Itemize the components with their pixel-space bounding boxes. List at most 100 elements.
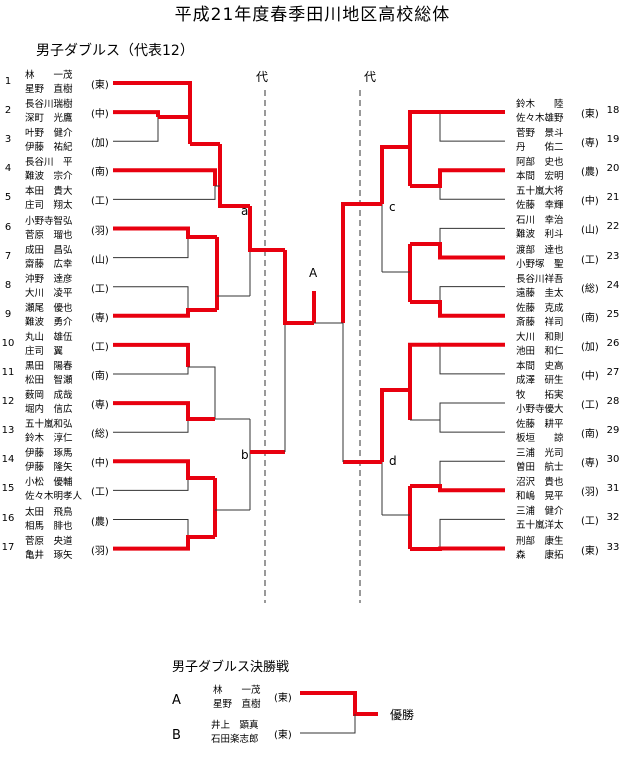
winner-path — [410, 484, 505, 493]
player-name: 三浦 光司 — [516, 448, 564, 460]
player-pair: 大川 和則 池田 和仁 — [516, 331, 564, 359]
player-pair: 佐藤 克成 斎藤 祥司 — [516, 302, 564, 330]
bracket-line — [410, 402, 505, 421]
player-name: 五十嵐洋太 — [516, 520, 564, 532]
bracket-line — [188, 366, 216, 419]
seed-number: 24 — [606, 279, 620, 291]
seed-number: 11 — [1, 367, 15, 378]
seed-number: 28 — [606, 396, 620, 407]
school-abbrev: (山) — [581, 225, 599, 237]
player-name: 深町 光鷹 — [25, 113, 73, 125]
player-pair: 石川 幸治 難波 利斗 — [516, 214, 564, 242]
representative-label-left: 代 — [256, 70, 269, 84]
school-abbrev: (東) — [581, 545, 599, 557]
player-name: 牧 拓実 — [516, 390, 564, 401]
player-name: 伊藤 祐紀 — [25, 142, 73, 154]
winner-path — [113, 110, 160, 117]
player-pair: 小野寺智弘 菅原 瑠也 — [25, 215, 73, 243]
bracket-line — [439, 169, 505, 200]
school-abbrev: (羽) — [91, 545, 109, 557]
school-abbrev: (羽) — [581, 487, 599, 499]
seed-number: 15 — [1, 483, 15, 495]
player-name: 成澤 研生 — [516, 374, 564, 386]
bracket-line — [439, 344, 505, 375]
winner-path — [410, 242, 505, 260]
seed-number: 32 — [606, 512, 620, 524]
bracket-line — [439, 518, 505, 549]
seed-number: 6 — [4, 221, 12, 233]
player-name: 菅原 瑠也 — [25, 229, 73, 241]
bracket-line — [113, 460, 189, 491]
winner-path — [248, 206, 285, 252]
school-abbrev: (専) — [581, 138, 599, 150]
player-pair: 菅野 景斗 丹 佑二 — [516, 127, 564, 155]
final-a-pair: 林 一茂 星野 直樹 — [213, 684, 261, 712]
bracket-line — [113, 286, 189, 317]
final-label-a: A — [172, 693, 181, 708]
seed-number: 27 — [606, 366, 620, 378]
player-pair: 林 一茂 星野 直樹 — [25, 69, 73, 97]
school-abbrev: (南) — [91, 371, 109, 382]
player-name: 難波 利斗 — [516, 229, 564, 241]
player-name: 小野寺優大 — [516, 404, 564, 415]
player-pair: 鈴木 陸 佐々木雄野 — [516, 98, 564, 126]
player-pair: 長谷川瑞樹 深町 光鷹 — [25, 98, 73, 126]
player-name: 長谷川 平 — [25, 157, 73, 169]
player-name: 相馬 腓也 — [25, 520, 73, 532]
winner-path — [113, 81, 192, 117]
winner-path — [410, 546, 505, 551]
player-pair: 長谷川 平 難波 宗介 — [25, 156, 73, 184]
school-abbrev: (山) — [91, 254, 109, 266]
bracket-line — [113, 117, 159, 142]
player-name: 黒田 陽春 — [25, 361, 73, 372]
player-name: 刑部 康生 — [516, 535, 564, 547]
seed-number: 5 — [4, 192, 12, 204]
winner-path — [380, 145, 410, 204]
player-pair: 叶野 健介 伊藤 祐紀 — [25, 127, 73, 155]
school-abbrev: (工) — [581, 400, 599, 411]
seed-number: 12 — [1, 396, 15, 408]
player-pair: 渡部 達也 小野塚 聖 — [516, 244, 564, 272]
player-pair: 菅原 央道 亀井 琢矢 — [25, 535, 73, 563]
final-b-player1: 井上 顕真 — [211, 720, 259, 731]
seed-number: 8 — [4, 279, 12, 291]
player-name: 遠藤 圭太 — [516, 287, 564, 299]
school-abbrev: (羽) — [91, 225, 109, 237]
player-pair: 沖野 達彦 大川 凌平 — [25, 273, 73, 301]
player-name: 五十嵐和弘 — [25, 419, 73, 431]
player-name: 堀内 信広 — [25, 404, 73, 416]
bracket-line — [113, 344, 189, 375]
bracket-line — [439, 402, 505, 433]
player-pair: 本間 史高 成澤 研生 — [516, 360, 564, 388]
player-name: 小野寺智弘 — [25, 215, 73, 227]
player-name: 伊藤 琢馬 — [25, 448, 73, 460]
player-name: 亀井 琢矢 — [25, 549, 73, 561]
player-name: 本間 宏明 — [516, 171, 564, 183]
school-abbrev: (工) — [91, 283, 109, 295]
player-pair: 小松 優輔 佐々木明孝人 — [25, 476, 82, 504]
player-name: 佐藤 幸輝 — [516, 200, 564, 212]
seed-number: 13 — [1, 425, 15, 437]
player-pair: 丸山 雄伍 庄司 翼 — [25, 331, 73, 359]
bracket-line — [113, 228, 189, 259]
seed-number: 23 — [606, 250, 620, 262]
player-name: 佐々木明孝人 — [25, 491, 83, 503]
player-name: 池田 和仁 — [516, 345, 564, 357]
school-abbrev: (総) — [581, 283, 599, 295]
seed-number: 2 — [4, 105, 12, 117]
final-a-player2: 星野 直樹 — [213, 699, 261, 710]
seed-number: 14 — [1, 454, 15, 466]
bracket-label-A: A — [309, 266, 318, 280]
player-name: 難波 勇介 — [25, 316, 73, 328]
winner-path — [113, 168, 217, 186]
seed-number: 17 — [1, 541, 15, 553]
final-label-b: B — [172, 728, 181, 743]
winner-path — [410, 168, 505, 188]
player-name: 佐藤 克成 — [516, 302, 564, 314]
final-title: 男子ダブルス決勝戦 — [172, 660, 290, 675]
winner-path — [113, 342, 190, 367]
seed-number: 30 — [606, 454, 620, 466]
winner-path — [380, 388, 410, 462]
school-abbrev: (農) — [91, 516, 109, 528]
